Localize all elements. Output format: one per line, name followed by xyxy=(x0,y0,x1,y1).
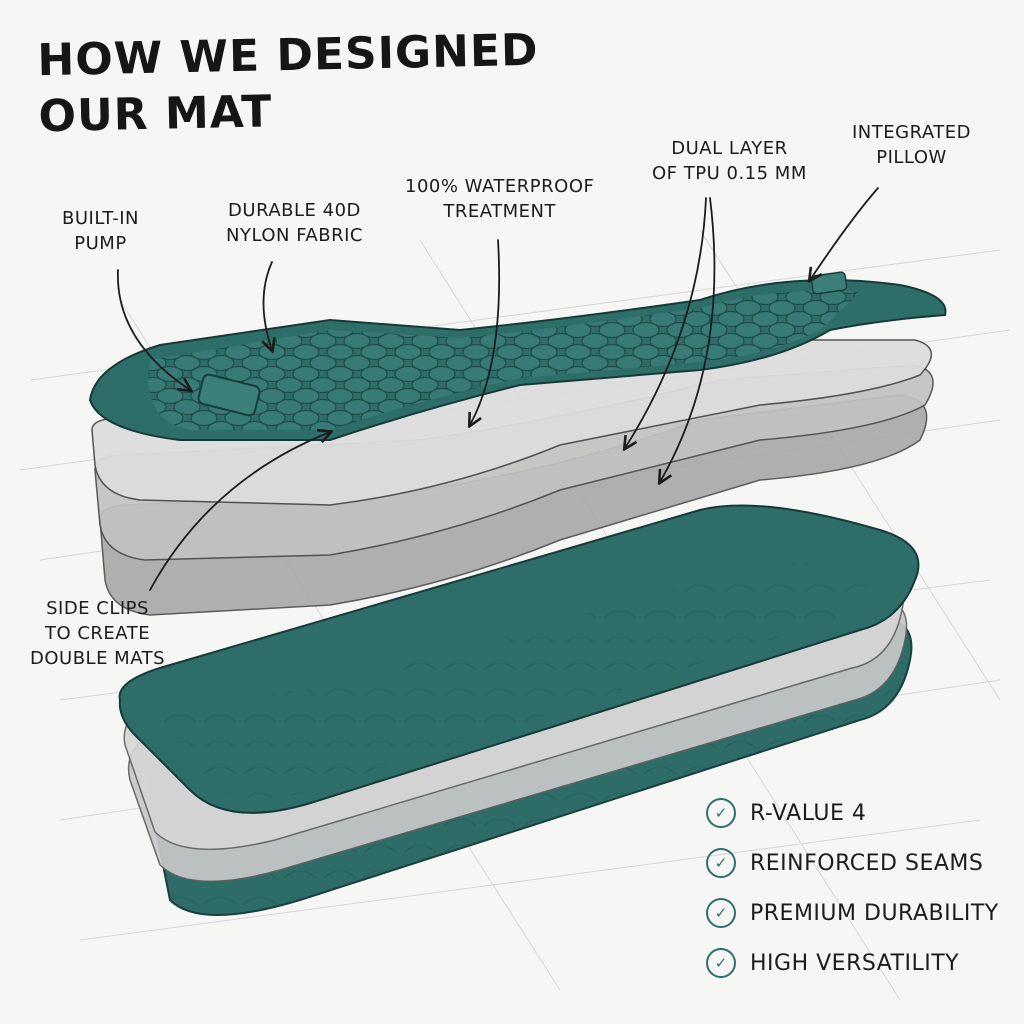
callout-pillow-line-1: INTEGRATED xyxy=(852,122,972,143)
callout-pump-line-2: PUMP xyxy=(74,233,127,254)
feature-label: REINFORCED SEAMS xyxy=(750,850,984,876)
feature-label: PREMIUM DURABILITY xyxy=(750,900,999,926)
arrow-tpu-1 xyxy=(625,197,707,448)
callout-pillow: INTEGRATED PILLOW xyxy=(852,120,971,170)
feature-item: ✓ R-VALUE 4 xyxy=(706,788,999,838)
page-title: HOW WE DESIGNED OUR MAT xyxy=(37,23,540,145)
arrow-tpu-2 xyxy=(660,197,716,482)
arrow-pillow xyxy=(810,187,879,280)
pump-valve xyxy=(197,373,261,417)
callout-arrows xyxy=(117,187,879,591)
callout-pump-line-1: BUILT-IN xyxy=(62,208,139,229)
feature-item: ✓ REINFORCED SEAMS xyxy=(706,838,999,888)
callout-fabric: DURABLE 40D NYLON FABRIC xyxy=(226,198,363,248)
check-circle-icon: ✓ xyxy=(706,948,736,978)
feature-label: R-VALUE 4 xyxy=(750,800,867,826)
pillow-valve xyxy=(810,271,848,295)
callout-fabric-line-1: DURABLE 40D xyxy=(228,200,361,221)
lower-mat-stack xyxy=(118,504,920,916)
callout-clips-line-3: DOUBLE MATS xyxy=(30,648,166,669)
callout-waterproof: 100% WATERPROOF TREATMENT xyxy=(405,174,594,224)
arrow-clips xyxy=(149,432,330,591)
callout-clips-line-1: SIDE CLIPS xyxy=(46,598,149,619)
arrow-fabric xyxy=(264,261,273,350)
callout-tpu-line-1: DUAL LAYER xyxy=(671,138,788,159)
callout-waterproof-line-2: TREATMENT xyxy=(443,201,556,222)
title-line-2: OUR MAT xyxy=(38,86,273,143)
callout-tpu-line-2: OF TPU 0.15 MM xyxy=(652,163,807,184)
feature-list: ✓ R-VALUE 4 ✓ REINFORCED SEAMS ✓ PREMIUM… xyxy=(706,788,999,988)
title-line-1: HOW WE DESIGNED xyxy=(36,24,540,87)
check-circle-icon: ✓ xyxy=(706,898,736,928)
callout-pump: BUILT-IN PUMP xyxy=(62,206,139,256)
feature-item: ✓ HIGH VERSATILITY xyxy=(706,938,999,988)
callout-waterproof-line-1: 100% WATERPROOF xyxy=(405,176,595,197)
feature-label: HIGH VERSATILITY xyxy=(750,950,960,976)
upper-mat-stack xyxy=(88,271,947,616)
callout-tpu: DUAL LAYER OF TPU 0.15 MM xyxy=(652,136,807,186)
arrow-pump xyxy=(117,269,190,390)
callout-clips-line-2: TO CREATE xyxy=(44,623,151,644)
callout-pillow-line-2: PILLOW xyxy=(876,147,947,168)
feature-item: ✓ PREMIUM DURABILITY xyxy=(706,888,999,938)
check-circle-icon: ✓ xyxy=(706,798,736,828)
arrow-waterproof xyxy=(470,239,501,425)
check-circle-icon: ✓ xyxy=(706,848,736,878)
callout-fabric-line-2: NYLON FABRIC xyxy=(226,225,363,246)
callout-clips: SIDE CLIPS TO CREATE DOUBLE MATS xyxy=(30,596,165,671)
